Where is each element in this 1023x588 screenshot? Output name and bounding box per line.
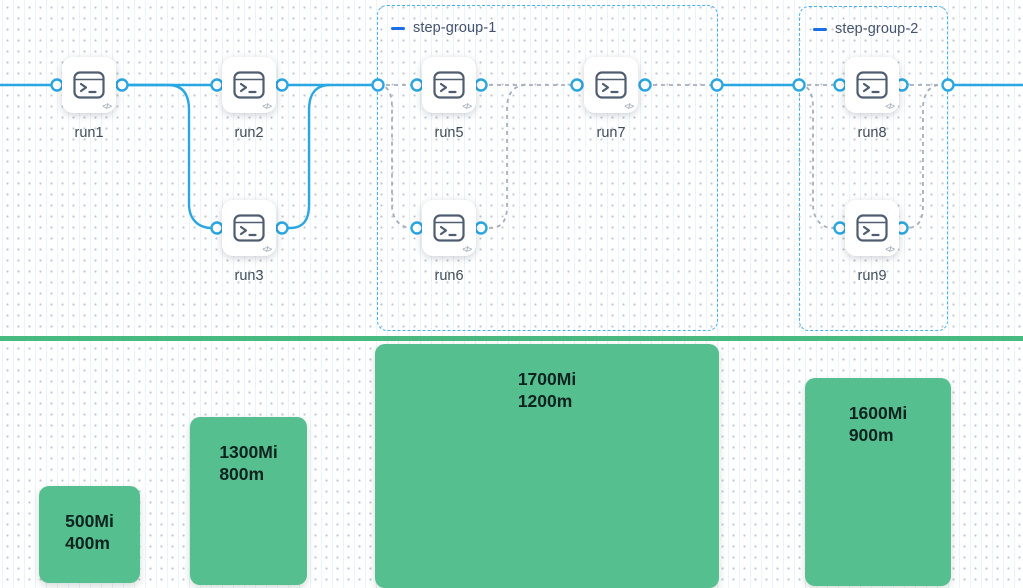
edge-group1-run6[interactable] — [377, 84, 417, 229]
port-run6-in[interactable] — [410, 221, 424, 235]
step-group-1-box[interactable]: step-group-1 — [377, 5, 718, 331]
edge-run1-run3[interactable] — [122, 83, 217, 230]
code-icon: </> — [262, 102, 272, 111]
node-run9[interactable]: </> run9 — [845, 200, 899, 284]
port-run1-out[interactable] — [115, 78, 129, 92]
resource-bar-label: 1700Mi 1200m — [518, 368, 576, 413]
memory-value: 1300Mi — [219, 442, 278, 462]
node-label: run9 — [857, 268, 887, 284]
cpu-value: 800m — [219, 464, 265, 485]
code-icon: </> — [262, 245, 272, 254]
node-card[interactable]: </> — [222, 200, 276, 256]
port-group2-in[interactable] — [792, 78, 806, 92]
port-run2-out[interactable] — [275, 78, 289, 92]
node-card[interactable]: </> — [422, 57, 476, 113]
terminal-icon — [433, 214, 465, 242]
port-group2-out[interactable] — [941, 78, 955, 92]
node-run3[interactable]: </> run3 — [222, 200, 276, 284]
edge-group2-run9[interactable] — [798, 84, 840, 229]
terminal-icon — [433, 71, 465, 99]
resource-divider-line — [0, 336, 1023, 341]
resource-bar: 1300Mi 800m — [190, 417, 307, 585]
step-group-2-header: step-group-2 — [813, 21, 918, 37]
terminal-icon — [73, 71, 105, 99]
terminal-icon — [856, 214, 888, 242]
terminal-icon — [595, 71, 627, 99]
port-run6-out[interactable] — [474, 221, 488, 235]
cpu-value: 1200m — [517, 391, 573, 412]
edge-run6-merge[interactable] — [481, 84, 527, 229]
code-icon: </> — [885, 102, 895, 111]
node-label: run7 — [596, 125, 626, 141]
resource-bar: 1700Mi 1200m — [375, 344, 719, 588]
node-label: run2 — [234, 125, 264, 141]
port-run8-in[interactable] — [833, 78, 847, 92]
terminal-icon — [856, 71, 888, 99]
node-card[interactable]: </> — [422, 200, 476, 256]
port-run3-out[interactable] — [275, 221, 289, 235]
port-run9-in[interactable] — [833, 221, 847, 235]
cpu-value: 400m — [65, 533, 110, 554]
edge-layer — [0, 78, 1023, 235]
code-icon: </> — [462, 245, 472, 254]
edge-run9-merge[interactable] — [902, 84, 941, 229]
step-group-label: step-group-1 — [413, 20, 497, 36]
memory-value: 1600Mi — [848, 403, 908, 423]
code-icon: </> — [102, 102, 112, 111]
node-run2[interactable]: </> run2 — [222, 57, 276, 141]
port-group1-out[interactable] — [710, 78, 724, 92]
resource-bar: 500Mi 400m — [39, 486, 140, 583]
step-group-label: step-group-2 — [835, 21, 919, 37]
node-run8[interactable]: </> run8 — [845, 57, 899, 141]
resource-bar: 1600Mi 900m — [805, 378, 951, 586]
node-card[interactable]: </> — [845, 200, 899, 256]
memory-value: 500Mi — [65, 511, 114, 531]
node-label: run1 — [74, 125, 104, 141]
node-label: run5 — [434, 125, 464, 141]
node-card[interactable]: </> — [845, 57, 899, 113]
node-label: run6 — [434, 268, 464, 284]
step-group-1-header: step-group-1 — [391, 20, 496, 36]
port-run2-in[interactable] — [210, 78, 224, 92]
code-icon: </> — [885, 245, 895, 254]
port-run5-in[interactable] — [410, 78, 424, 92]
collapse-dash-icon[interactable] — [813, 27, 827, 31]
port-run7-out[interactable] — [638, 78, 652, 92]
code-icon: </> — [624, 102, 634, 111]
node-run7[interactable]: </> run7 — [584, 57, 638, 141]
node-label: run8 — [857, 125, 887, 141]
node-run5[interactable]: </> run5 — [422, 57, 476, 141]
cpu-value: 900m — [848, 425, 894, 446]
port-run3-in[interactable] — [210, 221, 224, 235]
node-run6[interactable]: </> run6 — [422, 200, 476, 284]
terminal-icon — [233, 214, 265, 242]
port-group1-in[interactable] — [371, 78, 385, 92]
code-icon: </> — [462, 102, 472, 111]
port-run1-in[interactable] — [50, 78, 64, 92]
collapse-dash-icon[interactable] — [391, 26, 405, 30]
node-card[interactable]: </> — [584, 57, 638, 113]
terminal-icon — [233, 71, 265, 99]
resource-bar-label: 1600Mi 900m — [849, 402, 907, 447]
step-group-2-box[interactable]: step-group-2 — [799, 6, 948, 331]
node-card[interactable]: </> — [222, 57, 276, 113]
memory-value: 1700Mi — [517, 369, 577, 389]
edge-run3-merge[interactable] — [282, 83, 331, 230]
port-run5-out[interactable] — [474, 78, 488, 92]
node-card[interactable]: </> — [62, 57, 116, 113]
port-run7-in[interactable] — [570, 78, 584, 92]
node-label: run3 — [234, 268, 264, 284]
resource-bar-label: 500Mi 400m — [65, 510, 114, 555]
node-run1[interactable]: </> run1 — [62, 57, 116, 141]
resource-bar-label: 1300Mi 800m — [219, 441, 277, 486]
